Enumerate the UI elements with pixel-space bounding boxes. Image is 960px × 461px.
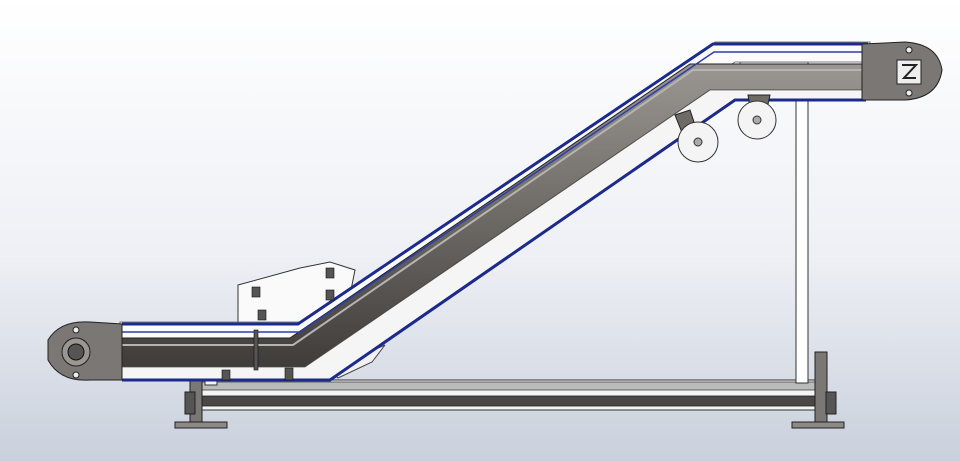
channel-highlight: [118, 69, 862, 346]
guide-wheel-2: [737, 94, 777, 140]
belt-edge-inner: [122, 51, 866, 333]
left-pulley: [47, 321, 123, 381]
leg-right: [791, 351, 845, 429]
guard-brackets: [221, 267, 335, 381]
belt-edge-top: [122, 42, 868, 326]
right-pulley: [861, 41, 943, 101]
guide-wheel-1: [674, 109, 719, 163]
